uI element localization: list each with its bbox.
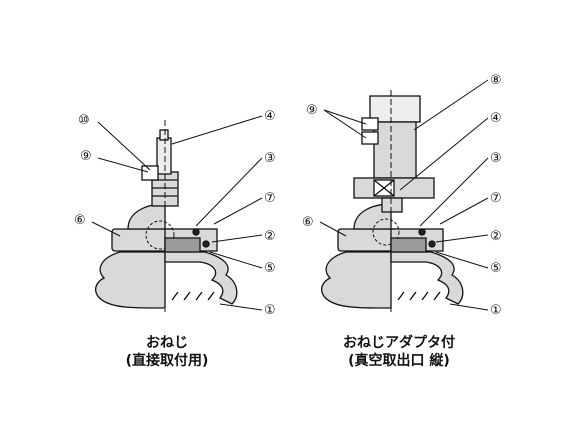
callout-4-right: ④ [490, 111, 502, 126]
callout-8-right: ⑧ [490, 73, 502, 88]
left-caption-line1: おねじ [146, 335, 188, 351]
callout-4-left: ④ [264, 109, 276, 124]
callout-6-right: ⑥ [302, 215, 314, 230]
callout-5-left: ⑤ [264, 261, 276, 276]
right-caption-line2: (真空取出口 縦) [348, 353, 450, 369]
callout-2-left: ② [264, 229, 276, 244]
callout-3-left: ③ [264, 151, 276, 166]
callout-7-left: ⑦ [264, 191, 276, 206]
callout-2-right: ② [490, 229, 502, 244]
right-callouts: ⑨ ⑥ ⑧ ④ ③ ⑦ ② ⑤ ① [302, 73, 502, 318]
right-figure [321, 90, 464, 312]
left-callouts: ⑩ ⑨ ⑥ ④ ③ ⑦ ② ⑤ ① [74, 109, 276, 318]
right-leaders [319, 79, 489, 311]
left-caption: おねじ (直接取付用) [92, 334, 242, 370]
callout-5-right: ⑤ [490, 261, 502, 276]
callout-9-left: ⑨ [80, 149, 92, 164]
right-caption: おねじアダプタ付 (真空取出口 縦) [314, 334, 484, 370]
left-figure [95, 120, 238, 312]
callout-7-right: ⑦ [490, 191, 502, 206]
right-caption-line1: おねじアダプタ付 [343, 335, 455, 351]
left-leaders [91, 115, 263, 311]
left-caption-line2: (直接取付用) [125, 353, 209, 369]
callout-1-left: ① [264, 303, 276, 318]
callout-10-left: ⑩ [78, 113, 90, 128]
callout-9-right: ⑨ [306, 103, 318, 118]
callout-1-right: ① [490, 303, 502, 318]
callout-6-left: ⑥ [74, 213, 86, 228]
callout-3-right: ③ [490, 151, 502, 166]
